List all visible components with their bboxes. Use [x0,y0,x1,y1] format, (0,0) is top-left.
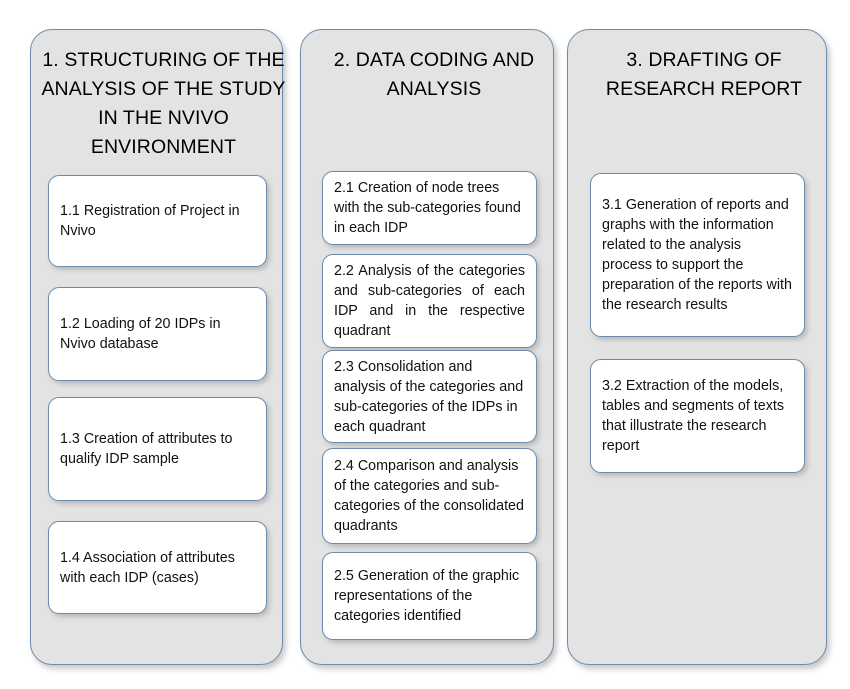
step-box-2-2[interactable]: 2.2 Analysis of the categories and sub-c… [322,254,537,348]
phase-2-header: 2. DATA CODING AND ANALYSIS [333,49,535,100]
step-box-1-2[interactable]: 1.2 Loading of 20 IDPs in Nvivo database [48,287,267,381]
step-label-3-2: 3.2 Extraction of the models, tables and… [602,378,784,454]
step-box-1-1[interactable]: 1.1 Registration of Project in Nvivo [48,175,267,267]
step-label-2-3: 2.3 Consolidation and analysis of the ca… [334,358,524,435]
step-box-3-2[interactable]: 3.2 Extraction of the models, tables and… [590,359,805,473]
phase-3-header: 3. DRAFTING OF RESEARCH REPORT [605,49,803,100]
step-label-3-1: 3.1 Generation of reports and graphs wit… [602,197,792,313]
step-box-2-3[interactable]: 2.3 Consolidation and analysis of the ca… [322,350,537,443]
step-label-1-2: 1.2 Loading of 20 IDPs in Nvivo database [60,316,221,352]
phase-column-3: 3. DRAFTING OF RESEARCH REPORT 3.1 Gener… [567,29,827,665]
step-box-2-4[interactable]: 2.4 Comparison and analysis of the categ… [322,448,537,544]
step-label-1-3: 1.3 Creation of attributes to qualify ID… [60,431,233,467]
step-label-1-4: 1.4 Association of attributes with each … [60,549,235,586]
step-label-2-4: 2.4 Comparison and analysis of the categ… [334,458,524,534]
step-box-2-1[interactable]: 2.1 Creation of node trees with the sub-… [322,171,537,245]
step-label-2-2: 2.2 Analysis of the categories and sub-c… [334,263,525,339]
step-label-2-5: 2.5 Generation of the graphic representa… [334,568,520,624]
phase-column-1: 1. STRUCTURING OF THE ANALYSIS OF THE ST… [30,29,285,665]
phase-1-header: 1. STRUCTURING OF THE ANALYSIS OF THE ST… [41,49,286,158]
step-box-1-4[interactable]: 1.4 Association of attributes with each … [48,521,267,614]
step-label-2-1: 2.1 Creation of node trees with the sub-… [334,180,521,236]
phase-column-2: 2. DATA CODING AND ANALYSIS 2.1 Creation… [300,29,554,665]
step-label-1-1: 1.1 Registration of Project in Nvivo [60,203,240,239]
step-box-1-3[interactable]: 1.3 Creation of attributes to qualify ID… [48,397,267,501]
step-box-2-5[interactable]: 2.5 Generation of the graphic representa… [322,552,537,640]
step-box-3-1[interactable]: 3.1 Generation of reports and graphs wit… [590,173,805,337]
